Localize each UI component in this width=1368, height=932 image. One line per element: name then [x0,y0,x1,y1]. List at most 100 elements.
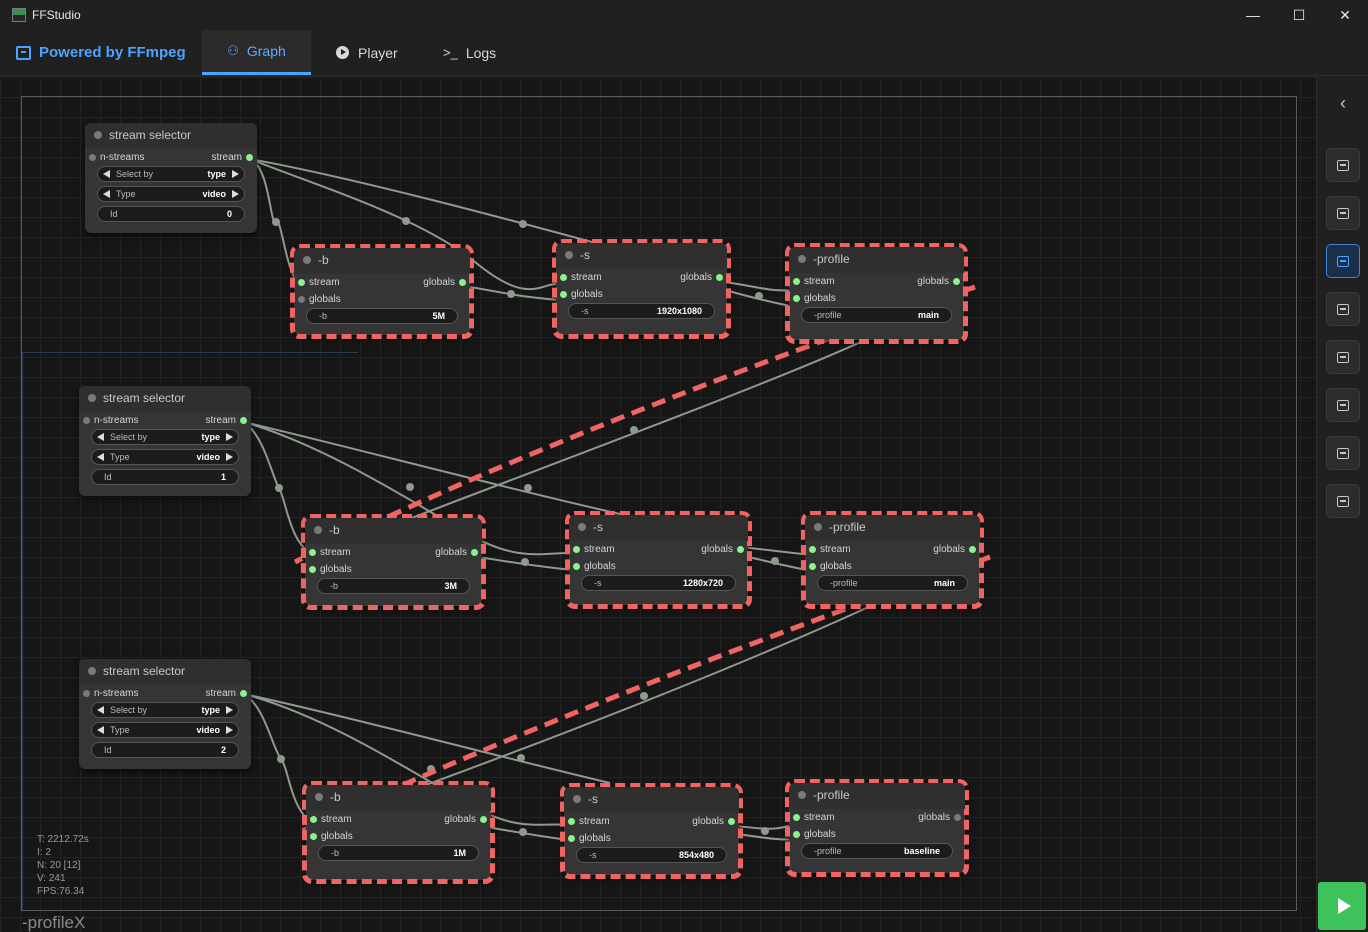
globals-input-pin[interactable] [298,296,305,303]
stream-input-pin[interactable] [309,549,316,556]
maximize-button[interactable]: ☐ [1292,6,1306,23]
globals-input-pin[interactable] [573,563,580,570]
close-button[interactable]: ✕ [1339,6,1351,23]
reroute-dot [630,426,638,434]
graph-canvas[interactable]: stream selector n-streams stream Select … [0,77,1316,932]
tab-player[interactable]: Player [336,30,398,75]
globals-output-pin[interactable] [953,278,960,285]
reroute-dot [524,484,532,492]
stream-input-pin[interactable] [560,274,567,281]
globals-output-pin[interactable] [737,546,744,553]
stream-input-pin[interactable] [573,546,580,553]
stream-input-pin[interactable] [809,546,816,553]
sidebar-button-2[interactable] [1326,196,1360,230]
reroute-dot [755,292,763,300]
globals-output-pin[interactable] [471,549,478,556]
right-sidebar: ‹ [1316,77,1368,932]
stream-selector-node[interactable]: stream selector n-streams stream Select … [79,386,251,496]
run-button[interactable] [1318,882,1366,930]
stream-output-pin[interactable] [240,690,247,697]
pin-label: globals [692,816,724,827]
stream-input-pin[interactable] [310,816,317,823]
globals-output-pin[interactable] [480,816,487,823]
globals-input-pin[interactable] [568,835,575,842]
stream-input-pin[interactable] [793,278,800,285]
stream-selector-node[interactable]: stream selector n-streams stream Select … [79,659,251,769]
link [243,693,611,784]
n-streams-pin[interactable] [89,154,96,161]
sidebar-button-3[interactable] [1326,244,1360,278]
stream-output-pin[interactable] [246,154,253,161]
pin-label: stream [309,277,340,288]
globals-output-pin[interactable] [728,818,735,825]
globals-output-pin[interactable] [969,546,976,553]
sidebar-button-7[interactable] [1326,436,1360,470]
sidebar-button-8[interactable] [1326,484,1360,518]
pin-label: globals [320,564,352,575]
n-streams-pin[interactable] [83,417,90,424]
stream-input-pin[interactable] [793,814,800,821]
tab-graph[interactable]: ⚇ Graph [202,30,311,75]
stream-selector-node[interactable]: stream selector n-streams stream Select … [85,123,257,233]
globals-input-pin[interactable] [793,831,800,838]
pin-label: stream [320,547,351,558]
pin-label: stream [211,152,242,163]
film-icon [1337,495,1349,507]
brand-label: Powered by FFmpeg [39,44,186,61]
node-title: -s [564,787,739,813]
globals-output-pin[interactable] [954,814,961,821]
node-title: stream selector [79,659,251,685]
sidebar-button-4[interactable] [1326,292,1360,326]
node-title: -s [569,515,748,541]
stream-output-pin[interactable] [240,417,247,424]
sidebar-button-1[interactable] [1326,148,1360,182]
n-streams-pin[interactable] [83,690,90,697]
globals-input-pin[interactable] [809,563,816,570]
pin-label: globals [423,277,455,288]
reroute-dot [521,558,529,566]
sidebar-button-5[interactable] [1326,340,1360,374]
stream-input-pin[interactable] [298,279,305,286]
globals-input-pin[interactable] [560,291,567,298]
globals-output-pin[interactable] [716,274,723,281]
globals-input-pin[interactable] [310,833,317,840]
tab-logs[interactable]: >_ Logs [443,30,496,75]
minimize-button[interactable]: — [1246,7,1260,23]
sidebar-button-6[interactable] [1326,388,1360,422]
globals-input-pin[interactable] [793,295,800,302]
globals-output-pin[interactable] [459,279,466,286]
stream-input-pin[interactable] [568,818,575,825]
globals-input-pin[interactable] [309,566,316,573]
chevron-left-icon[interactable]: ‹ [1340,92,1346,113]
film-icon [16,45,31,60]
pin-label: stream [804,276,835,287]
